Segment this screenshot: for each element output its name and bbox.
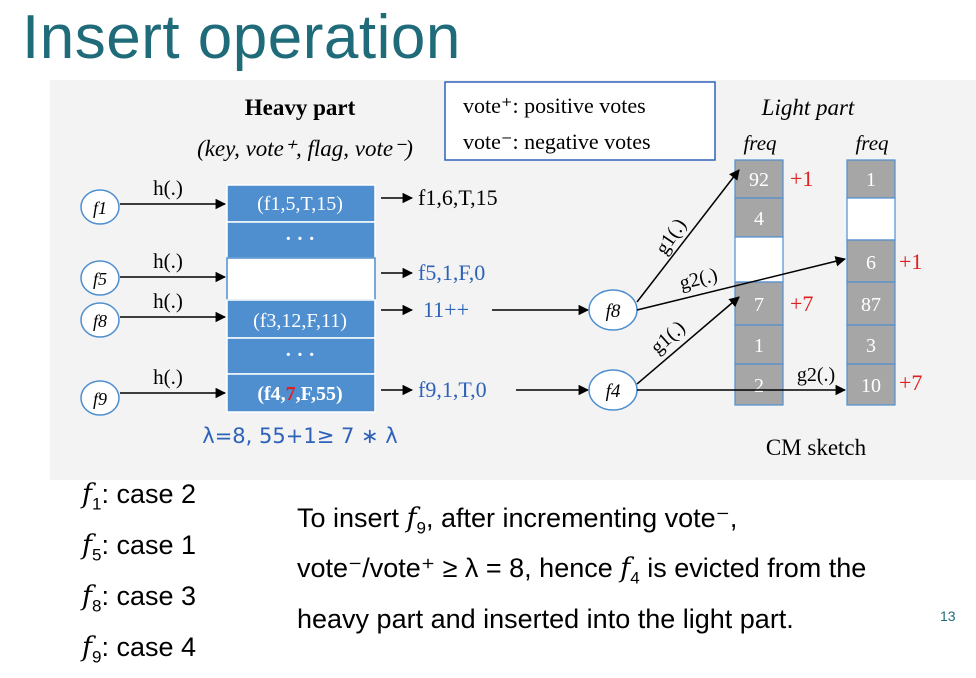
g1-label-f4: g1(.) <box>646 317 689 359</box>
cm-col2-value-6: 10 <box>861 375 881 397</box>
cm-sketch-label: CM sketch <box>766 435 867 460</box>
result-f1: f1,6,T,15 <box>418 185 498 210</box>
cm-col2-cell-2 <box>846 197 896 241</box>
cm-col2-value-1: 1 <box>866 169 876 191</box>
heavy-row-5 <box>226 337 376 375</box>
increment-col2-row3: +1 <box>899 249 922 274</box>
g2-label-f4: g2(.) <box>797 364 835 386</box>
legend-positive: vote⁺: positive votes <box>463 93 646 118</box>
insert-diagram: Heavy part (key, vote⁺, flag, vote⁻) vot… <box>80 81 922 460</box>
legend-negative: vote⁻: negative votes <box>463 129 651 154</box>
cm-col1-value-5: 1 <box>754 335 764 357</box>
explanation-line-2: vote⁻/vote⁺ ≥ λ = 8, hence f4 is evicted… <box>297 553 867 588</box>
heavy-row-4-text: (f3,12,F,11) <box>253 310 347 332</box>
g2-label-f8: g2(.) <box>677 264 720 295</box>
result-f5: f5,1,F,0 <box>418 260 485 285</box>
hash-label-f1: h(.) <box>153 176 183 200</box>
lambda-note: λ=8, 55+1≥ 7 ∗ λ <box>202 424 397 448</box>
cm-col1-cell-6 <box>734 363 784 406</box>
g1-label-f8: g1(.) <box>651 215 691 259</box>
increment-col2-row6: +7 <box>899 370 922 395</box>
cm-col1-value-1: 92 <box>749 169 769 191</box>
explanation-line-3: heavy part and inserted into the light p… <box>297 603 794 634</box>
heavy-row-4 <box>226 299 376 339</box>
mid-node-f4-label: f4 <box>606 381 621 402</box>
case-list: f1: case 2 f5: case 1 f8: case 3 f9: cas… <box>82 474 196 678</box>
hash-label-f5: h(.) <box>153 249 183 273</box>
increment-col1-row1: +1 <box>790 166 813 191</box>
flow-node-f5 <box>80 260 120 296</box>
cm-col2-cell-1 <box>846 159 896 199</box>
heavy-part-subtitle: (key, vote⁺, flag, vote⁻) <box>197 136 413 161</box>
cm-col2-value-3: 6 <box>866 252 876 274</box>
case-item: f1: case 2 <box>82 479 197 514</box>
heavy-row-1-text: (f1,5,T,15) <box>257 193 343 215</box>
freq-label-2: freq <box>855 131 889 155</box>
cm-col2-cell-6 <box>846 363 896 406</box>
light-part-title: Light part <box>761 95 855 120</box>
cm-col1-cell-5 <box>734 324 784 365</box>
cm-col2-value-4: 87 <box>861 294 881 316</box>
cm-col1-value-2: 4 <box>754 208 764 230</box>
flow-node-f9-label: f9 <box>93 389 107 409</box>
heavy-row-2-dots: · · · <box>285 228 315 250</box>
cm-col1-cell-4 <box>734 281 784 326</box>
explanation-line-1: To insert f9, after incrementing vote⁻, <box>297 503 738 538</box>
case-item: f9: case 4 <box>82 631 197 667</box>
flow-node-f5-label: f5 <box>93 269 107 289</box>
flow-node-f9 <box>80 380 120 416</box>
case-item: f5: case 1 <box>82 529 197 565</box>
flow-node-f8-label: f8 <box>93 311 107 331</box>
heavy-row-6 <box>226 373 376 413</box>
heavy-row-3-empty <box>226 257 376 301</box>
hash-label-f9: h(.) <box>153 365 183 389</box>
cm-col2-value-5: 3 <box>866 335 876 357</box>
cm-col1-value-4: 7 <box>754 294 764 316</box>
heavy-row-5-dots: · · · <box>285 344 315 366</box>
explanation-text: To insert f9, after incrementing vote⁻, … <box>297 498 969 640</box>
cm-col2-cell-3 <box>846 239 896 283</box>
legend-box <box>444 81 716 161</box>
heavy-part-title: Heavy part <box>245 95 356 120</box>
g1-arrow-f4 <box>636 296 740 385</box>
case-item: f8: case 3 <box>82 580 197 616</box>
increment-col1-row4: +7 <box>790 291 813 316</box>
result-f9: f9,1,T,0 <box>418 377 487 402</box>
page-number: 13 <box>940 608 956 624</box>
heavy-row-1 <box>226 184 376 223</box>
mid-node-f8-label: f8 <box>606 301 621 322</box>
cm-col1-cell-2 <box>734 197 784 238</box>
cm-col1-value-6: 2 <box>754 375 764 397</box>
hash-label-f8: h(.) <box>153 289 183 313</box>
heavy-row-2 <box>226 221 376 259</box>
result-f8: 11++ <box>423 297 469 322</box>
g1-arrow-f8 <box>636 169 740 303</box>
heavy-row-6-text: (f4,7,F,55) <box>257 383 342 405</box>
cm-col2-cell-4 <box>846 281 896 326</box>
flow-node-f1 <box>80 189 120 225</box>
freq-label-1: freq <box>743 131 777 155</box>
flow-node-f8 <box>80 302 120 338</box>
g2-arrow-f8 <box>636 256 847 311</box>
slide-title: Insert operation <box>22 3 461 72</box>
flow-node-f1-label: f1 <box>93 198 107 218</box>
